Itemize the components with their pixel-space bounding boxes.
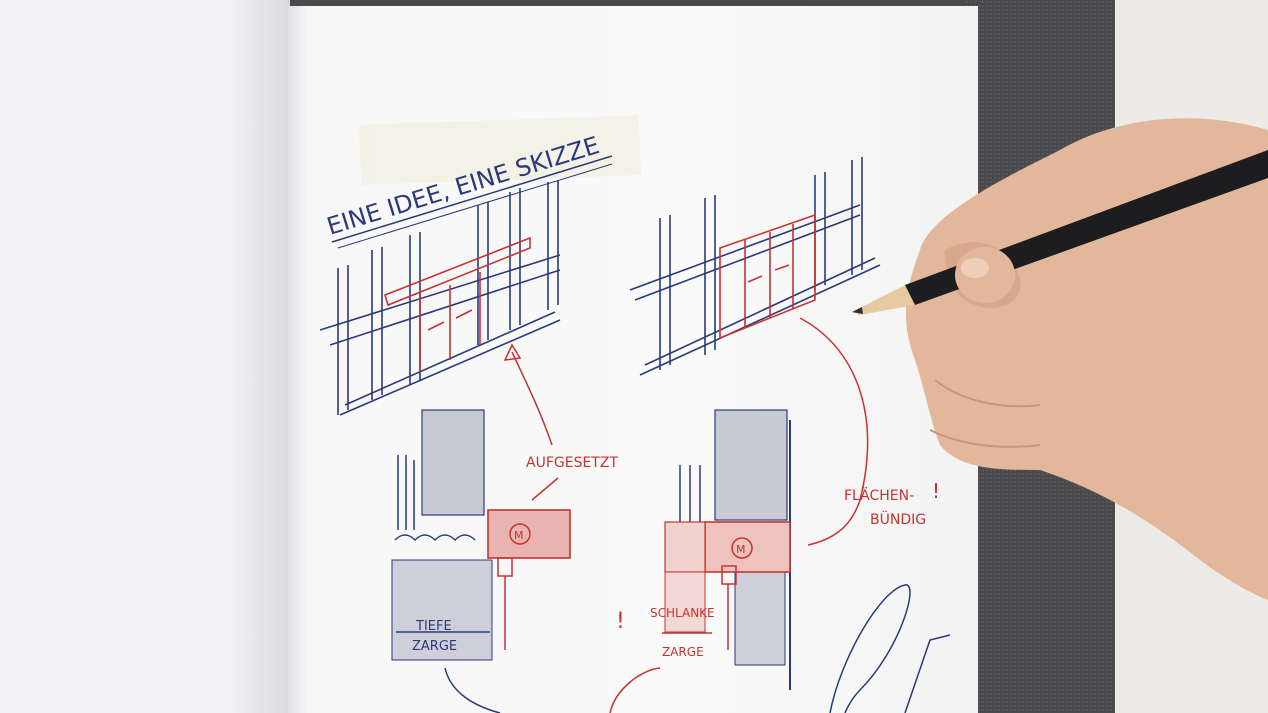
exclaim-mark: ! xyxy=(932,479,940,503)
label-flaechen: FLÄCHEN- xyxy=(844,486,914,504)
wall-sketch-right xyxy=(629,157,881,376)
scribble-bottom-red xyxy=(609,667,661,713)
door-left-red xyxy=(384,236,531,372)
label-tiefe: TIEFE xyxy=(415,619,452,634)
door-right-red xyxy=(719,213,816,340)
label-schlanke: SCHLANKE xyxy=(650,606,715,620)
scribble-loop xyxy=(829,584,911,713)
label-aufgesetzt: AUFGESETZT xyxy=(526,455,618,471)
label-zarge-right: ZARGE xyxy=(662,645,704,659)
scribble-bottom-left xyxy=(444,667,501,713)
label-buendig: BÜNDIG xyxy=(870,510,926,528)
notebook-left-page xyxy=(0,0,290,713)
felt-mat-top xyxy=(285,0,1115,10)
motor-left-label: M xyxy=(514,529,524,542)
title-underline xyxy=(331,155,613,243)
section-left xyxy=(391,409,571,661)
title-underline-2 xyxy=(337,163,613,249)
wall-sketch-left xyxy=(319,180,561,416)
exclaim-mark-2: ! xyxy=(616,609,625,634)
felt-mat xyxy=(965,0,1115,713)
arrow-to-motor xyxy=(531,477,559,501)
arrow-aufgesetzt xyxy=(511,351,553,446)
hand-with-pencil xyxy=(852,118,1268,600)
scribble-right xyxy=(904,634,951,713)
arrow-flaechenbuendig xyxy=(799,317,869,546)
arrow-head-1 xyxy=(503,343,522,361)
section-right xyxy=(662,409,791,690)
label-zarge-left: ZARGE xyxy=(412,639,457,654)
motor-right-label: M xyxy=(736,543,746,556)
sketch-title: EINE IDEE, EINE SKIZZE xyxy=(324,131,603,241)
